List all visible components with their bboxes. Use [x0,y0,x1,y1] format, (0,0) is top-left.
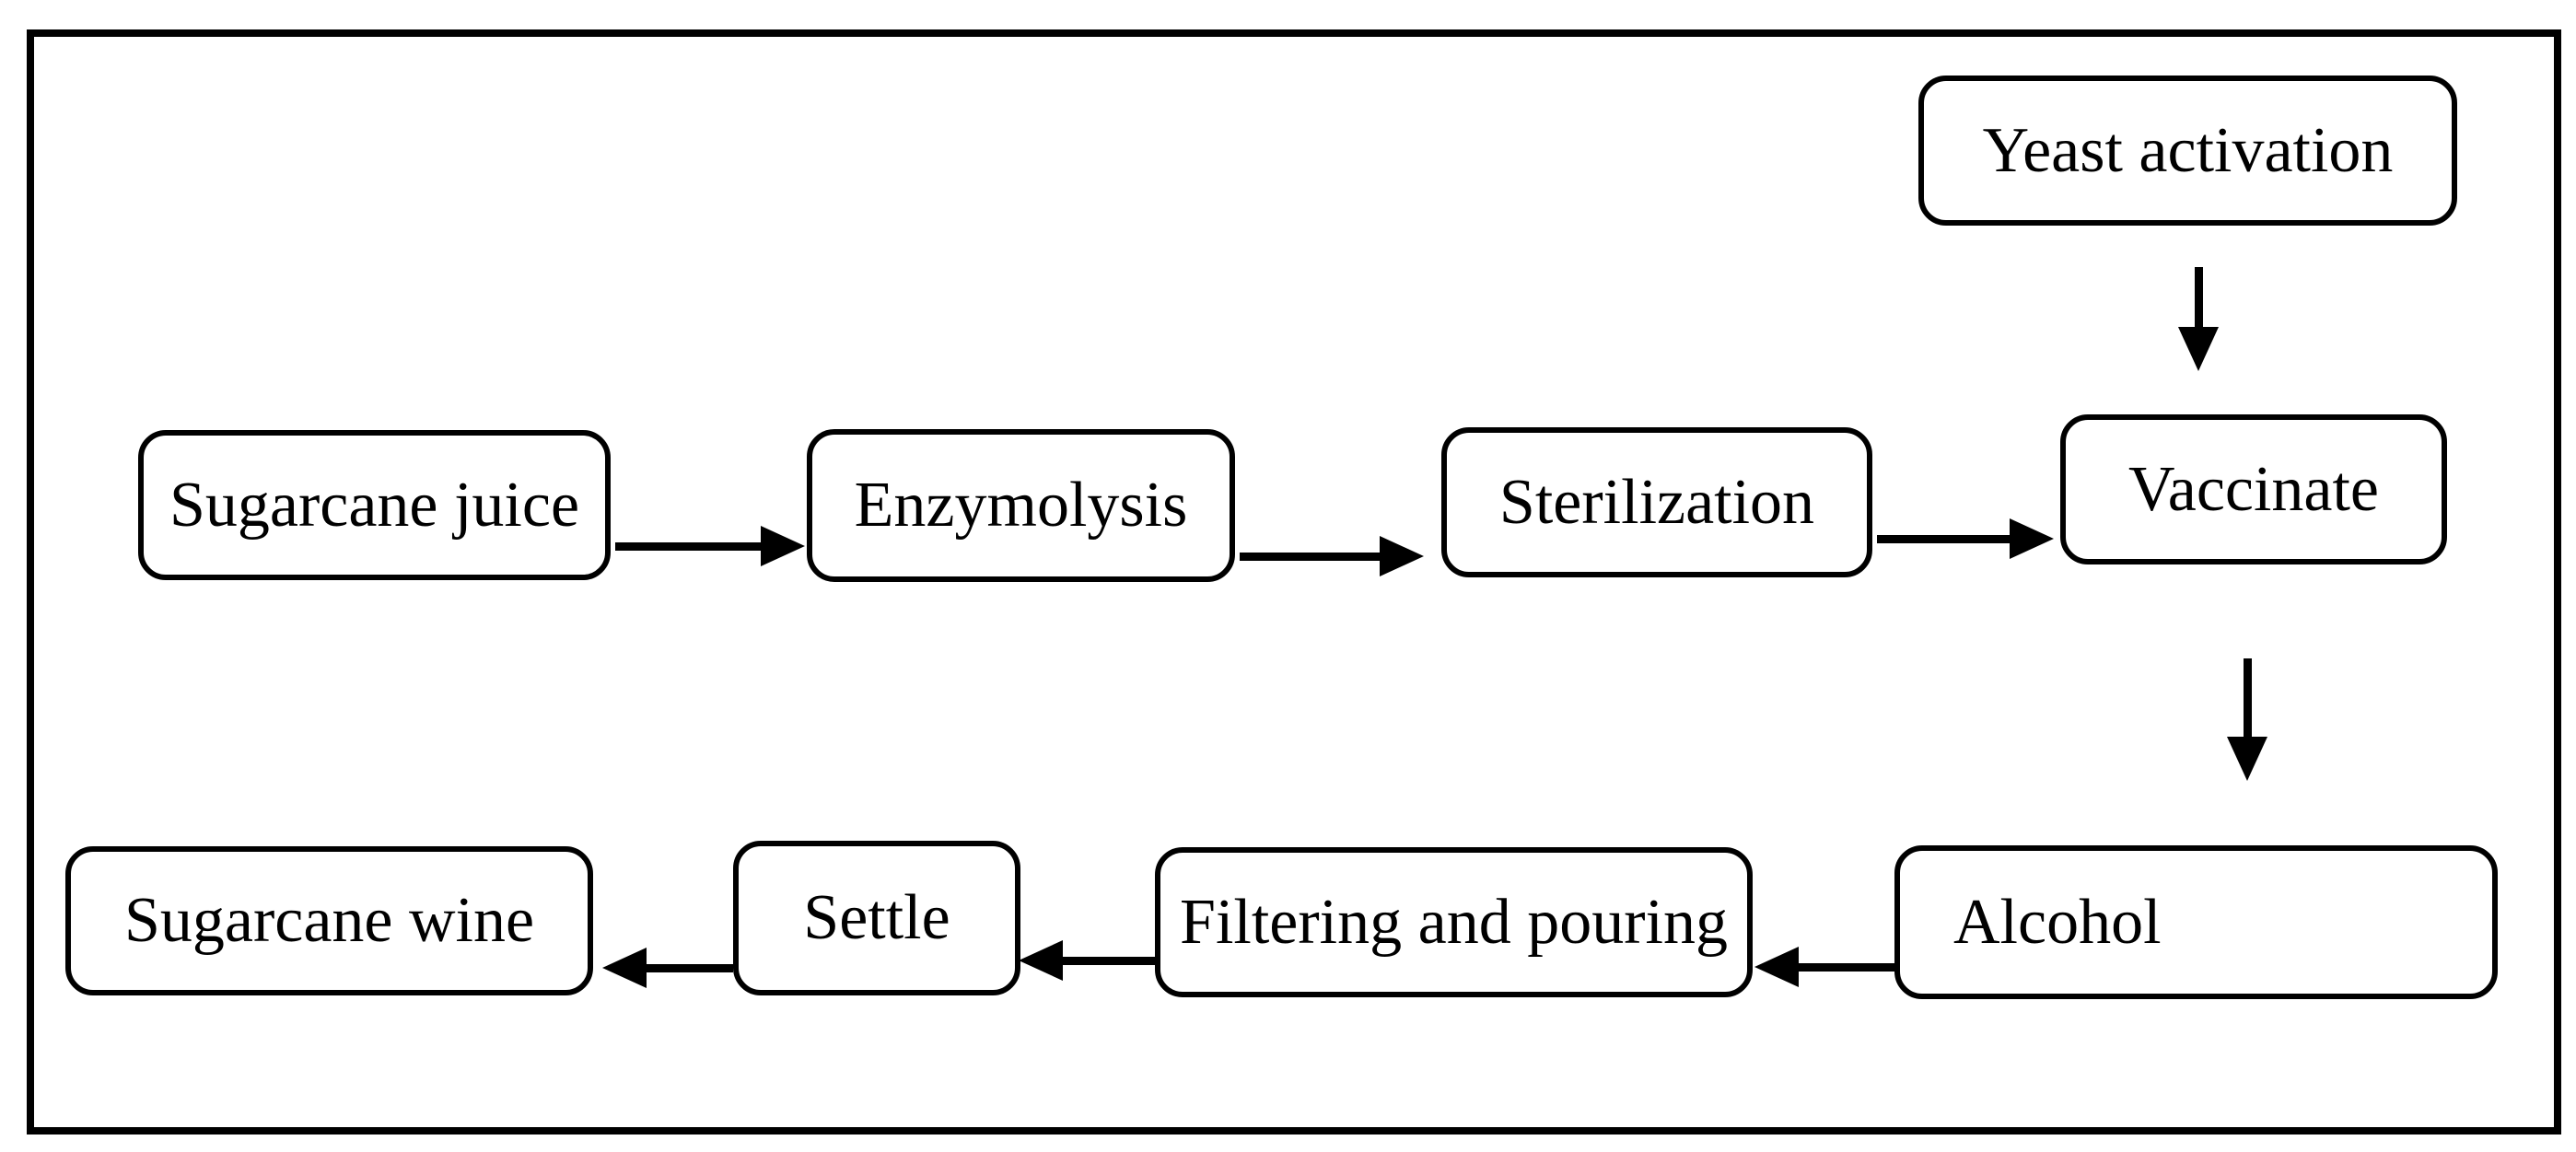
arrow-shaft [1240,553,1380,561]
node-sugarcane-wine: Sugarcane wine [65,846,593,995]
arrow-shaft [1796,963,1894,972]
node-label: Filtering and pouring [1180,886,1728,958]
node-yeast-activation: Yeast activation [1918,76,2457,226]
node-sugarcane-juice: Sugarcane juice [138,430,611,580]
arrow-shaft [1877,535,2010,543]
node-vaccinate: Vaccinate [2060,414,2447,564]
node-label: Enzymolysis [854,470,1188,541]
arrow-shaft [615,542,761,551]
arrowhead [2178,327,2219,371]
node-label: Settle [803,882,950,953]
arrowhead [2010,518,2054,559]
node-label: Sugarcane juice [169,469,580,541]
node-label: Vaccinate [2127,453,2380,525]
arrowhead [602,948,647,988]
node-settle: Settle [733,841,1020,995]
arrowhead [2227,737,2267,781]
arrow-shaft [2244,658,2252,737]
node-label: Yeast activation [1982,114,2394,186]
node-enzymolysis: Enzymolysis [807,429,1235,582]
node-label: Sugarcane wine [123,885,535,956]
node-filtering-and-pouring: Filtering and pouring [1155,847,1753,997]
arrow-shaft [1061,957,1155,965]
arrowhead [1754,947,1799,987]
arrow-shaft [645,964,733,972]
arrowhead [1019,940,1063,981]
node-sterilization: Sterilization [1441,427,1872,577]
node-label: Alcohol [1953,886,2162,958]
arrowhead [1380,536,1424,576]
arrowhead [761,526,805,566]
arrow-shaft [2195,267,2203,327]
node-alcohol: Alcohol [1894,845,2498,999]
node-label: Sterilization [1498,466,1815,538]
